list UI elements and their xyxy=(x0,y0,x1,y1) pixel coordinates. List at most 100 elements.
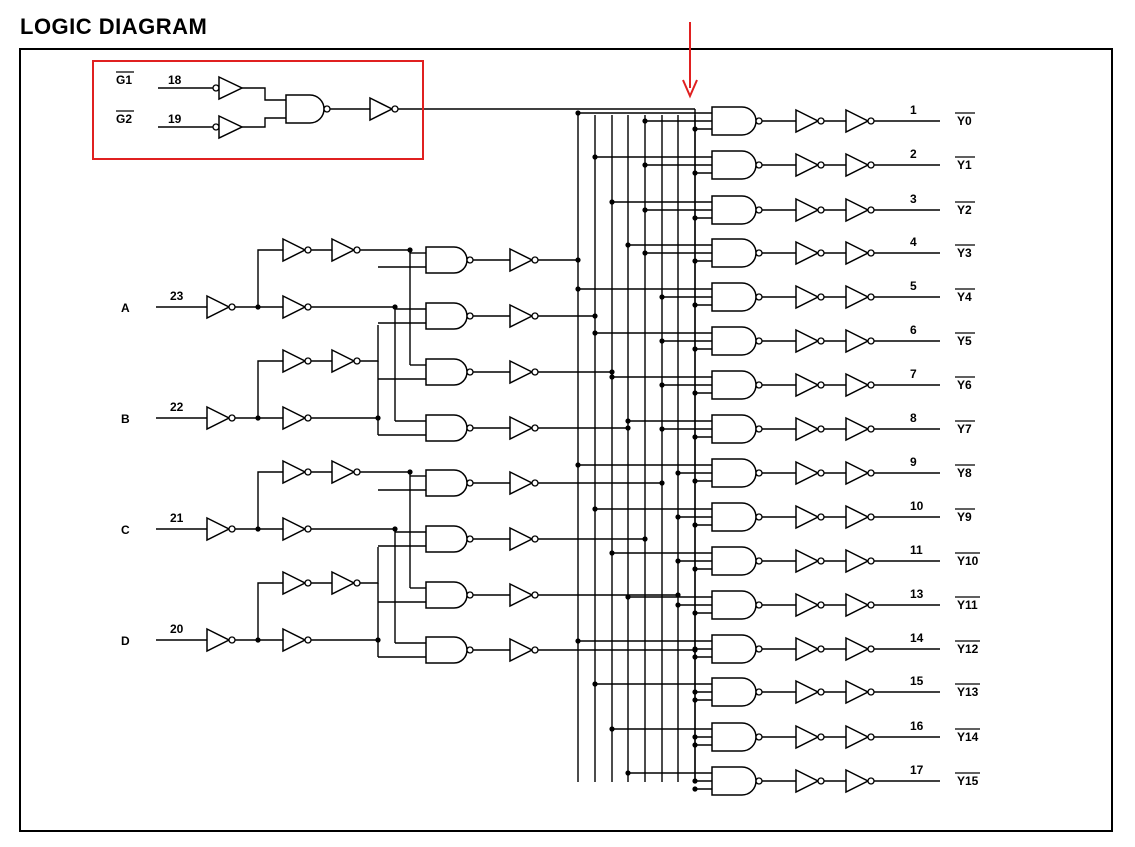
junction-dot xyxy=(659,426,665,432)
junction-dot xyxy=(609,550,615,556)
junction-dot xyxy=(575,110,581,116)
output-inverter-1-13 xyxy=(795,679,825,705)
output-label: Y1 xyxy=(957,158,972,172)
predecode-inverter-7 xyxy=(509,582,539,608)
output-label: Y2 xyxy=(957,203,972,217)
input-inverter xyxy=(206,405,236,431)
output-label: Y6 xyxy=(957,378,972,392)
junction-dot xyxy=(642,250,648,256)
predecode-inverter-6 xyxy=(509,526,539,552)
junction-dot xyxy=(692,390,698,396)
output-label: Y13 xyxy=(957,685,979,699)
decode-nand-8 xyxy=(711,458,763,488)
output-label: Y3 xyxy=(957,246,972,260)
input-inverter xyxy=(206,627,236,653)
complement-inverter xyxy=(282,627,312,653)
output-inverter-1-15 xyxy=(795,768,825,794)
junction-dot xyxy=(692,170,698,176)
gates xyxy=(206,75,875,796)
output-inverter-2-15 xyxy=(845,768,875,794)
junction-dot xyxy=(609,726,615,732)
wire xyxy=(242,117,286,128)
output-inverter-2-13 xyxy=(845,679,875,705)
output-label: Y11 xyxy=(957,598,978,612)
decode-nand-14 xyxy=(711,722,763,752)
junction-dot xyxy=(642,207,648,213)
predecode-inverter-4 xyxy=(509,415,539,441)
junction-dot xyxy=(625,594,631,600)
output-inverter-2-11 xyxy=(845,592,875,618)
enable-pin: 18 xyxy=(168,73,182,87)
output-inverter-1-8 xyxy=(795,460,825,486)
junction-dot xyxy=(575,286,581,292)
enable-inverter xyxy=(369,96,399,122)
output-inverter-1-9 xyxy=(795,504,825,530)
junction-dot xyxy=(575,638,581,644)
junction-dot xyxy=(675,558,681,564)
output-label: Y15 xyxy=(957,774,979,788)
junction-dot xyxy=(625,425,631,431)
enable-pin: 19 xyxy=(168,112,182,126)
output-pin: 2 xyxy=(910,147,917,161)
predecode-inverter-1 xyxy=(509,247,539,273)
decode-nand-15 xyxy=(711,766,763,796)
junction-dot xyxy=(625,770,631,776)
output-inverter-2-14 xyxy=(845,724,875,750)
junction-dot xyxy=(592,154,598,160)
page-title: LOGIC DIAGRAM xyxy=(20,14,208,39)
junction-dot xyxy=(255,415,261,421)
red-arrow-icon xyxy=(682,22,698,99)
output-pin: 4 xyxy=(910,235,917,249)
wire xyxy=(257,249,283,307)
junction-dot xyxy=(609,369,615,375)
junction-dot xyxy=(407,247,413,253)
enable-label: G2 xyxy=(116,112,132,126)
output-inverter-2-10 xyxy=(845,548,875,574)
wire xyxy=(257,360,283,418)
decode-nand-12 xyxy=(711,634,763,664)
junction-dot xyxy=(592,330,598,336)
junction-dot xyxy=(392,304,398,310)
predecode-inverter-2 xyxy=(509,303,539,329)
junction-dot xyxy=(659,294,665,300)
output-pin: 11 xyxy=(910,543,923,557)
predecode-nand-7 xyxy=(425,581,474,609)
junction-dot xyxy=(692,697,698,703)
junction-dot xyxy=(375,415,381,421)
output-pin: 8 xyxy=(910,411,917,425)
enable-nand xyxy=(285,94,331,124)
output-label: Y4 xyxy=(957,290,972,304)
output-inverter-2-7 xyxy=(845,416,875,442)
decode-nand-10 xyxy=(711,546,763,576)
output-pin: 7 xyxy=(910,367,917,381)
junction-dot xyxy=(642,118,648,124)
output-pin: 13 xyxy=(910,587,924,601)
output-inverter-2-12 xyxy=(845,636,875,662)
junction-dot xyxy=(255,304,261,310)
junction-dot xyxy=(659,382,665,388)
output-inverter-1-3 xyxy=(795,240,825,266)
output-pin: 14 xyxy=(910,631,924,645)
junction-dot xyxy=(392,526,398,532)
output-inverter-1-10 xyxy=(795,548,825,574)
junction-dot xyxy=(609,374,615,380)
output-pin: 15 xyxy=(910,674,924,688)
output-pin: 9 xyxy=(910,455,917,469)
output-inverter-1-7 xyxy=(795,416,825,442)
wire xyxy=(358,325,379,362)
junction-dot xyxy=(575,462,581,468)
output-inverter-1-14 xyxy=(795,724,825,750)
decode-nand-6 xyxy=(711,370,763,400)
output-pin: 1 xyxy=(910,103,917,117)
complement-inverter xyxy=(282,294,312,320)
output-pin: 3 xyxy=(910,192,917,206)
predecode-inverter-5 xyxy=(509,470,539,496)
output-label: Y10 xyxy=(957,554,979,568)
junction-dot xyxy=(692,786,698,792)
complement-inverter xyxy=(282,516,312,542)
enable-highlight-box xyxy=(92,60,424,160)
junction-dot xyxy=(692,258,698,264)
junction-dot xyxy=(692,734,698,740)
